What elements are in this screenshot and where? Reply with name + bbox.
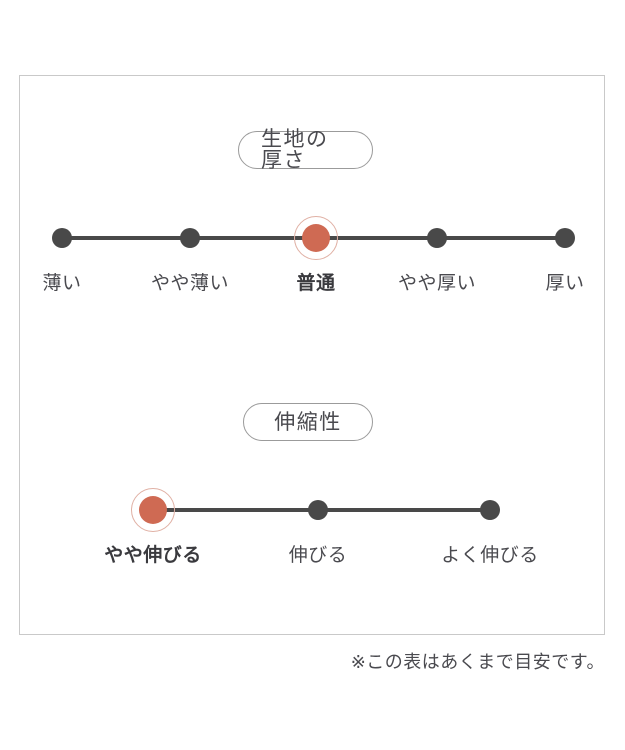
scale-point-label: 伸びる xyxy=(288,545,348,566)
scale-point-label: やや薄い xyxy=(150,273,229,294)
scale-dot-icon xyxy=(139,496,167,524)
selected-ring-icon xyxy=(294,216,338,260)
scale-point-label: よく伸びる xyxy=(441,545,539,566)
scale-point-label: やや伸びる xyxy=(104,545,202,566)
section-title-fabric-thickness: 生地の厚さ xyxy=(238,128,373,172)
scale-point-label: 薄い xyxy=(42,273,82,294)
selected-ring-icon xyxy=(131,488,175,532)
scale-dot-icon xyxy=(480,500,500,520)
section-title-label: 生地の厚さ xyxy=(261,128,329,172)
scale-dot-icon xyxy=(555,228,575,248)
scale-point-label: 普通 xyxy=(296,273,336,294)
scale-dot-icon xyxy=(427,228,447,248)
scale-point-label: 厚い xyxy=(545,273,585,294)
scale-dot-icon xyxy=(52,228,72,248)
scale-fabric-stretch: やや伸びる 伸びる よく伸びる xyxy=(0,488,625,582)
scale-dot-icon xyxy=(180,228,200,248)
scale-dot-icon xyxy=(302,224,330,252)
footnote-disclaimer: ※この表はあくまで目安です。 xyxy=(350,652,605,672)
section-title-fabric-stretch: 伸縮性 xyxy=(243,403,373,441)
scale-point-label: やや厚い xyxy=(397,273,476,294)
scale-fabric-thickness: 薄い やや薄い 普通 やや厚い 厚い xyxy=(0,216,625,310)
scale-dot-icon xyxy=(308,500,328,520)
section-title-label: 伸縮性 xyxy=(274,410,342,434)
